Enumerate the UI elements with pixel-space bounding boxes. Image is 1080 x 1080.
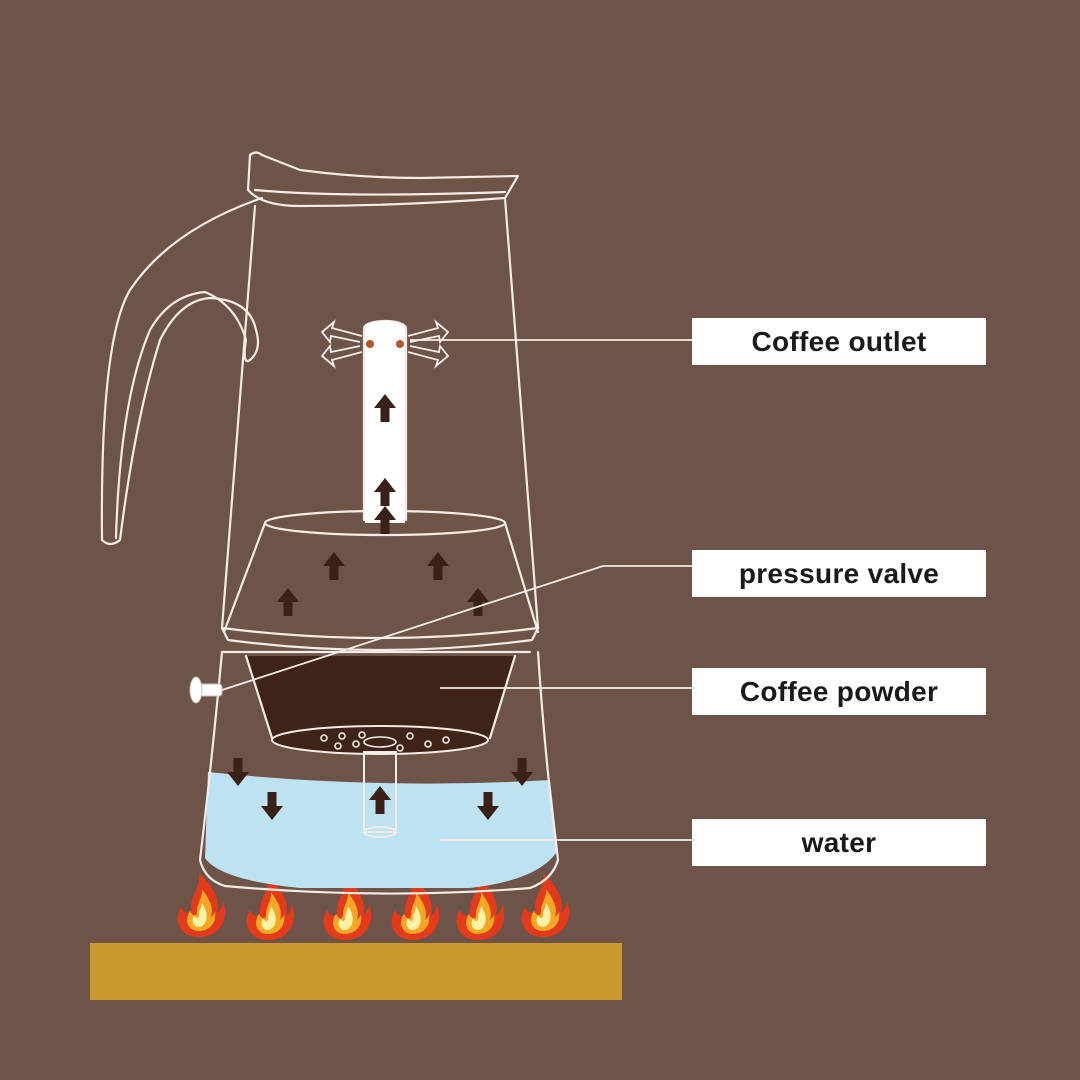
flame-icon xyxy=(521,873,570,937)
outlet-arrow-icon xyxy=(320,319,450,369)
pressure-valve-knob xyxy=(189,676,223,704)
funnel-tube xyxy=(363,751,397,833)
filter-holes xyxy=(320,731,450,752)
coffee-powder xyxy=(246,656,515,747)
leader-lines xyxy=(221,339,692,841)
coffee-powder-label: Coffee powder xyxy=(692,668,986,715)
coffee-outlet-label: Coffee outlet xyxy=(692,318,986,365)
water-label: water xyxy=(692,819,986,866)
up-arrow-icon xyxy=(467,588,489,616)
up-arrow-icon xyxy=(323,552,345,580)
stove-top xyxy=(90,943,622,1000)
up-arrow-icon xyxy=(427,552,449,580)
leader-pressure-valve xyxy=(221,565,692,691)
pressure-valve-label: pressure valve xyxy=(692,550,986,597)
pot-outline xyxy=(100,151,560,895)
water-fill xyxy=(205,772,558,888)
filter-plate xyxy=(271,725,489,755)
up-arrow-icon xyxy=(277,588,299,616)
